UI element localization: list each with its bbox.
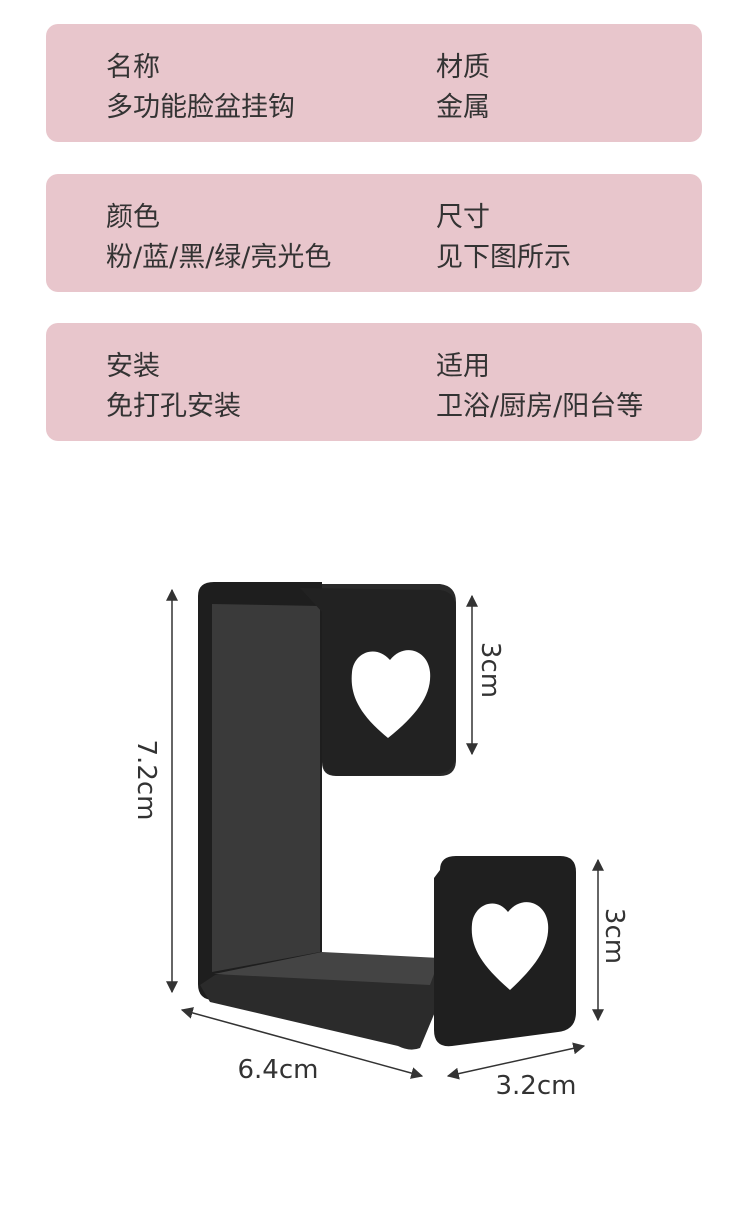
spec-material: 材质 金属 [436,48,490,128]
spec-name: 名称 多功能脸盆挂钩 [106,48,295,128]
spec-value: 金属 [436,92,490,123]
heart-icon [471,902,549,990]
dim-label-height: 7.2cm [131,740,161,821]
heart-icon [351,650,431,738]
hook-product-image [198,582,576,1050]
hook-dimension-diagram: 7.2cm 3cm 3cm 6.4cm 3.2cm [131,582,629,1101]
spec-value: 见下图所示 [436,242,571,273]
spec-install: 安装 免打孔安装 [106,347,241,427]
spec-card-1: 名称 多功能脸盆挂钩 材质 金属 [46,24,702,142]
spec-size: 尺寸 见下图所示 [436,198,571,278]
spec-label: 名称 [106,52,160,83]
spec-label: 尺寸 [436,202,490,233]
spec-label: 适用 [436,351,490,382]
spec-label: 安装 [106,351,160,382]
spec-label: 颜色 [106,202,160,233]
spec-value: 粉/蓝/黑/绿/亮光色 [106,242,332,273]
spec-value: 多功能脸盆挂钩 [106,92,295,123]
spec-usage: 适用 卫浴/厨房/阳台等 [436,347,643,427]
spec-value: 卫浴/厨房/阳台等 [436,391,644,422]
dim-label-bottom-tab: 3cm [599,908,629,964]
spec-card-2: 颜色 粉/蓝/黑/绿/亮光色 尺寸 见下图所示 [46,174,702,292]
dim-line-length [180,1007,424,1079]
dim-label-length: 6.4cm [238,1055,319,1085]
dim-label-top-tab: 3cm [475,642,505,698]
spec-value: 免打孔安装 [106,391,241,422]
dim-label-width: 3.2cm [496,1071,577,1101]
spec-color: 颜色 粉/蓝/黑/绿/亮光色 [106,198,331,278]
spec-label: 材质 [436,52,490,83]
spec-card-3: 安装 免打孔安装 适用 卫浴/厨房/阳台等 [46,323,702,441]
dim-line-width [446,1042,586,1080]
